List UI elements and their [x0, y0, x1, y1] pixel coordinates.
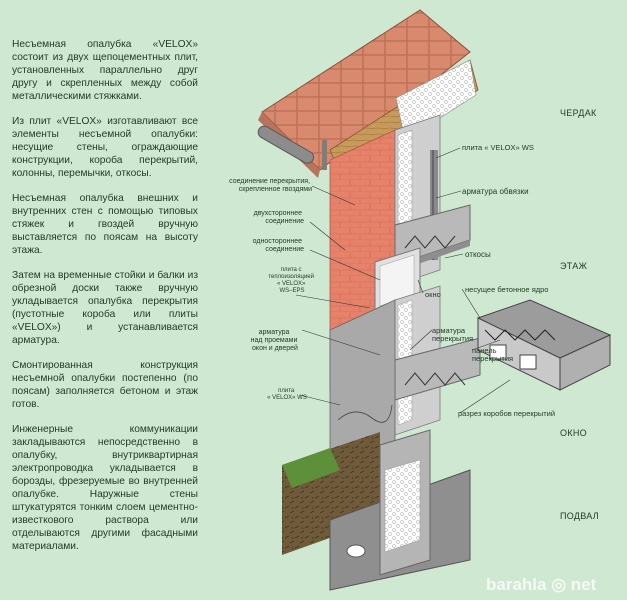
label-rebar-openings: арматура над проемами окон и дверей	[251, 329, 300, 352]
section-basement: ПОДВАЛ	[560, 511, 599, 521]
floor-box-section	[476, 299, 612, 391]
leader-lines	[295, 147, 511, 414]
paragraph-2: Из плит «VELOX» изготавливают все элемен…	[12, 116, 198, 179]
label-window: окно	[425, 290, 441, 299]
label-one-sided: одностороннее соединение	[253, 238, 304, 253]
paragraph-1: Несъемная опалубка «VELOX» состоит из дв…	[12, 39, 198, 102]
paragraph-5: Смонтированная конструкция несъемной опа…	[12, 360, 198, 410]
label-core: несущее бетонное ядро	[465, 285, 548, 294]
label-ws-plate-lower: плита « VELOX» WS	[267, 388, 307, 401]
watermark: barahla ◎ net	[486, 575, 597, 594]
section-window: ОКНО	[560, 428, 587, 438]
label-rebar-tie: арматура обвязки	[462, 187, 529, 196]
label-two-sided: двухстороннее соединение	[254, 210, 304, 225]
label-cross-section: разрез коробов перекрытий	[458, 409, 555, 418]
section-floor: ЭТАЖ	[560, 261, 588, 271]
label-slopes: откосы	[465, 250, 491, 259]
label-ws-plate-top: плита « VELOX» WS	[462, 143, 534, 152]
label-eps-plate: плита с теплоизоляцией « VELOX» WS–EPS	[268, 267, 315, 294]
label-joint-nailed: соединение перекрытия, скрепленное гвозд…	[229, 178, 312, 193]
paragraph-3: Несъемная опалубка внешних и внутренних …	[12, 193, 198, 256]
section-attic: ЧЕРДАК	[560, 108, 597, 118]
paragraph-4: Затем на временные стойки и балки из обр…	[12, 270, 198, 346]
paragraph-6: Инженерные коммуникации закладываются не…	[12, 424, 198, 552]
description-text: Несъемная опалубка «VELOX» состоит из дв…	[12, 38, 198, 565]
foundation	[282, 429, 471, 591]
label-rebar-floor: арматура перекрытия	[432, 326, 473, 343]
label-floor-panel: панель перекрытия	[472, 346, 513, 363]
